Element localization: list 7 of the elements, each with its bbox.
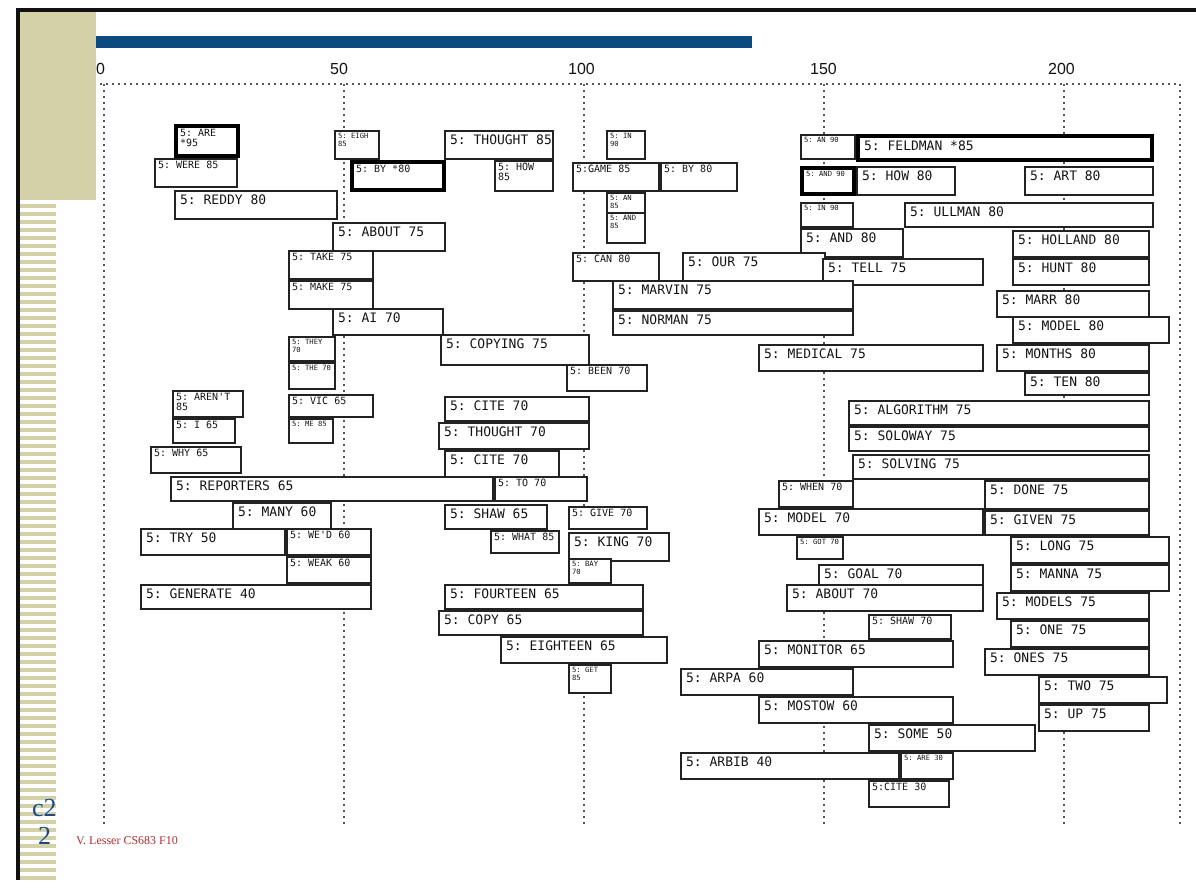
tick-label: 200 xyxy=(1048,60,1075,78)
tick-label: 0 xyxy=(96,60,105,78)
slide-number: c2 xyxy=(32,794,57,820)
tick-label: 150 xyxy=(810,60,837,78)
tick-label: 50 xyxy=(330,60,348,78)
tick-label: 100 xyxy=(568,60,595,78)
slide-number: 2 xyxy=(38,822,51,848)
